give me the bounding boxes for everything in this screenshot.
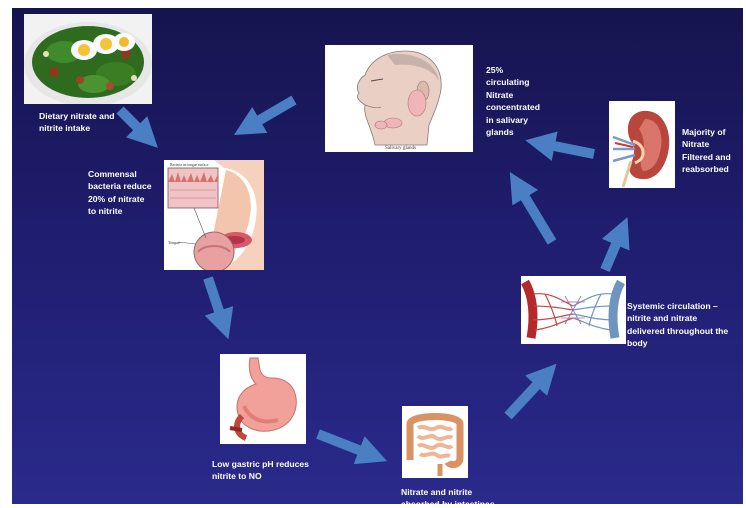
salivary-glands-image: Salivary glands [325,45,473,152]
arrow-food-to-mouth [120,110,148,138]
intestines-image [402,406,468,478]
arrow-mouth-to-stomach [208,278,224,326]
systemic-circulation-label: Systemic circulation – nitrite and nitra… [627,300,728,350]
salad-image [24,14,152,104]
arrow-salivary-to-mouth [246,100,294,128]
arrow-stomach-to-intestines [318,434,374,456]
diagram-slide: Dietary nitrate and nitrite intake Bacte… [12,8,743,504]
blood-vessels-image [521,276,626,344]
arrow-circulation-to-salivary [517,184,552,242]
arrow-circulation-to-kidney [605,230,622,270]
salivary-glands-caption: Salivary glands [385,146,416,151]
intestines-label: Nitrate and nitrite absorbed by intestin… [401,486,495,504]
gastric-ph-label: Low gastric pH reduces nitrite to NO [212,458,309,483]
stomach-image [220,354,306,444]
kidney-image [609,101,675,188]
mouth-tongue-image: Bacteria on tongue surface Tongue [164,160,264,270]
dietary-intake-label: Dietary nitrate and nitrite intake [39,110,114,135]
salivary-glands-label: 25% circulating Nitrate concentrated in … [486,64,540,138]
arrow-intestines-to-circulation [508,374,547,416]
kidney-label: Majority of Nitrate Filtered and reabsor… [682,126,731,176]
arrow-kidney-to-salivary [539,143,594,154]
commensal-bacteria-label: Commensal bacteria reduce 20% of nitrate… [88,168,152,218]
bacteria-header-label: Bacteria on tongue surface [170,163,209,167]
tongue-label: Tongue [168,240,180,245]
